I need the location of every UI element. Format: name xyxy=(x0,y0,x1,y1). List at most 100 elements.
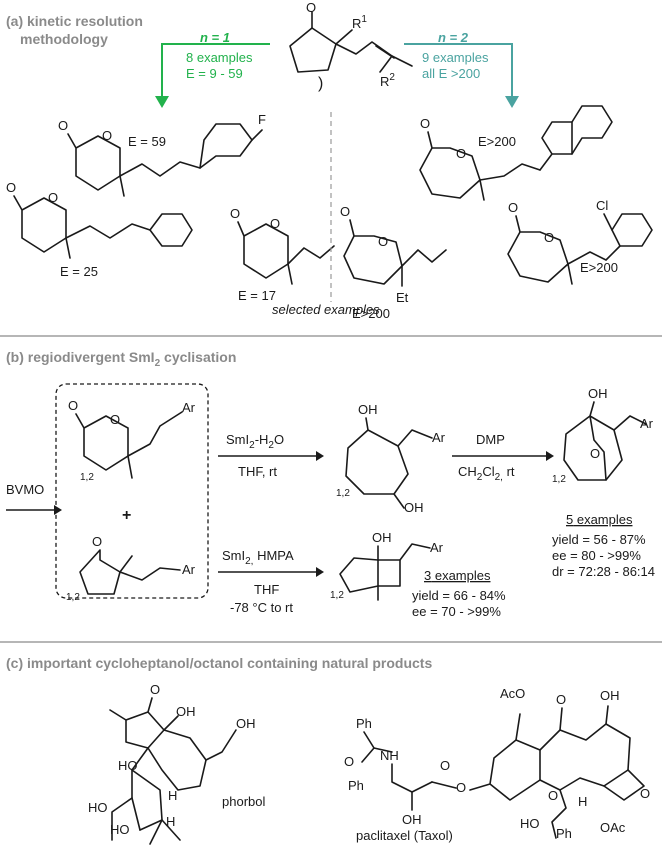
lactone-substrate: O O Ar 1,2 xyxy=(68,398,196,483)
svg-text:O: O xyxy=(340,204,350,219)
n2-label: n = 2 xyxy=(438,30,469,45)
svg-text:OH: OH xyxy=(402,812,422,827)
svg-text:OH: OH xyxy=(358,402,378,417)
example-1-e: E = 59 xyxy=(128,134,166,149)
ketone-substrate: O Ar 1,2 xyxy=(66,534,196,603)
svg-text:O: O xyxy=(378,234,388,249)
result-3-yield: yield = 66 - 84% xyxy=(412,588,506,603)
svg-text:O: O xyxy=(420,116,430,131)
svg-text:O: O xyxy=(640,786,650,801)
svg-text:OH: OH xyxy=(588,386,608,401)
svg-text:Et: Et xyxy=(396,290,409,305)
svg-text:HO: HO xyxy=(520,816,540,831)
result-3-ee: ee = 70 - >99% xyxy=(412,604,501,619)
svg-text:Cl: Cl xyxy=(596,198,608,213)
svg-text:1,2: 1,2 xyxy=(552,474,566,485)
paclitaxel-structure: Ph O NH Ph OH O O AcO O OH O H OAc HO Ph… xyxy=(344,686,650,841)
svg-text:H: H xyxy=(578,794,587,809)
svg-text:O: O xyxy=(548,788,558,803)
example-lactone-allyl: O O xyxy=(230,206,335,285)
section-b-title: (b) regiodivergent SmI2 cyclisation xyxy=(6,349,236,369)
svg-text:OH: OH xyxy=(600,688,620,703)
svg-text:HO: HO xyxy=(110,822,130,837)
svg-text:H: H xyxy=(166,814,175,829)
svg-text:O: O xyxy=(150,682,160,697)
section-a-title-line1: (a) kinetic resolution xyxy=(6,13,143,29)
svg-text:Ar: Ar xyxy=(640,416,654,431)
svg-text:Ar: Ar xyxy=(182,562,196,577)
svg-text:O: O xyxy=(92,534,102,549)
svg-text:Ph: Ph xyxy=(356,716,372,731)
svg-text:Ph: Ph xyxy=(348,778,364,793)
cycloheptane-diol: OH Ar OH 1,2 xyxy=(336,402,446,515)
svg-text:O: O xyxy=(48,190,58,205)
arrow-n2 xyxy=(404,43,519,108)
svg-text:O: O xyxy=(508,200,518,215)
example-2-e: E = 25 xyxy=(60,264,98,279)
svg-text:O: O xyxy=(58,118,68,133)
svg-text:O: O xyxy=(556,692,566,707)
svg-text:NH: NH xyxy=(380,748,399,763)
example-6-e: E>200 xyxy=(580,260,618,275)
example-caprolactone-ethyl: O O Et xyxy=(340,204,447,305)
svg-text:O: O xyxy=(68,398,78,413)
svg-text:AcO: AcO xyxy=(500,686,525,701)
svg-text:1,2: 1,2 xyxy=(336,488,350,499)
svg-text:F: F xyxy=(258,112,266,127)
bicyclic-ketal: OH Ar O 1,2 xyxy=(552,386,654,485)
section-c-title: (c) important cycloheptanol/octanol cont… xyxy=(6,655,432,671)
svg-text:Ph: Ph xyxy=(556,826,572,841)
oxidant-conditions: CH2Cl2, rt xyxy=(458,464,515,483)
n1-label: n = 1 xyxy=(200,30,230,45)
result-5-dr: dr = 72:28 - 86:14 xyxy=(552,564,655,579)
example-5-e: E>200 xyxy=(352,306,390,321)
selected-examples-caption: selected examples xyxy=(272,302,380,317)
cyclobutanol-product: OH Ar 1,2 xyxy=(330,530,444,601)
n2-examples: 9 examples xyxy=(422,50,489,65)
svg-text:O: O xyxy=(230,206,240,221)
substrate-r1: R1 xyxy=(352,14,367,31)
example-lactone-fluorophenyl: O O F xyxy=(58,112,266,197)
example-caprolactone-chlorophenyl: O O Cl xyxy=(507,198,653,285)
svg-text:OH: OH xyxy=(236,716,256,731)
svg-text:O: O xyxy=(110,412,120,427)
svg-text:O: O xyxy=(270,216,280,231)
example-caprolactone-naphthyl: O O xyxy=(419,105,613,201)
arrow-n1 xyxy=(155,43,270,108)
svg-text:O: O xyxy=(344,754,354,769)
result-5-ee: ee = 80 - >99% xyxy=(552,548,641,563)
svg-text:Ar: Ar xyxy=(432,430,446,445)
bottom-conditions-solvent: THF xyxy=(254,582,279,597)
top-conditions: THF, rt xyxy=(238,464,277,479)
oxidant-reagent: DMP xyxy=(476,432,505,447)
svg-text:OH: OH xyxy=(372,530,392,545)
svg-text:HO: HO xyxy=(88,800,108,815)
svg-text:Ar: Ar xyxy=(182,400,196,415)
phorbol-structure: O OH OH HO HO HO H H xyxy=(88,682,256,845)
svg-text:O: O xyxy=(456,780,466,795)
section-a-title-line2: methodology xyxy=(20,31,108,47)
paclitaxel-label: paclitaxel (Taxol) xyxy=(356,828,453,843)
svg-text:O: O xyxy=(544,230,554,245)
plus-sign: + xyxy=(122,507,131,524)
example-3-e: E = 17 xyxy=(238,288,276,303)
phorbol-label: phorbol xyxy=(222,794,265,809)
n2-e-range: all E >200 xyxy=(422,66,480,81)
svg-text:1,2: 1,2 xyxy=(330,590,344,601)
bvmo-label: BVMO xyxy=(6,482,44,497)
svg-text:OH: OH xyxy=(404,500,424,515)
svg-text:O: O xyxy=(456,146,466,161)
example-lactone-phenyl: O O xyxy=(6,180,193,259)
svg-text:OAc: OAc xyxy=(600,820,626,835)
substrate-ketone-o: O xyxy=(306,0,316,15)
svg-text:O: O xyxy=(102,128,112,143)
bottom-reagent: SmI2, HMPA xyxy=(222,548,294,567)
svg-text:1,2: 1,2 xyxy=(80,472,94,483)
example-4-e: E>200 xyxy=(478,134,516,149)
result-5-count: 5 examples xyxy=(566,512,633,527)
n1-examples: 8 examples xyxy=(186,50,253,65)
svg-text:HO: HO xyxy=(118,758,138,773)
n1-e-range: E = 9 - 59 xyxy=(186,66,243,81)
substrate-n-paren: ) xyxy=(318,75,323,92)
